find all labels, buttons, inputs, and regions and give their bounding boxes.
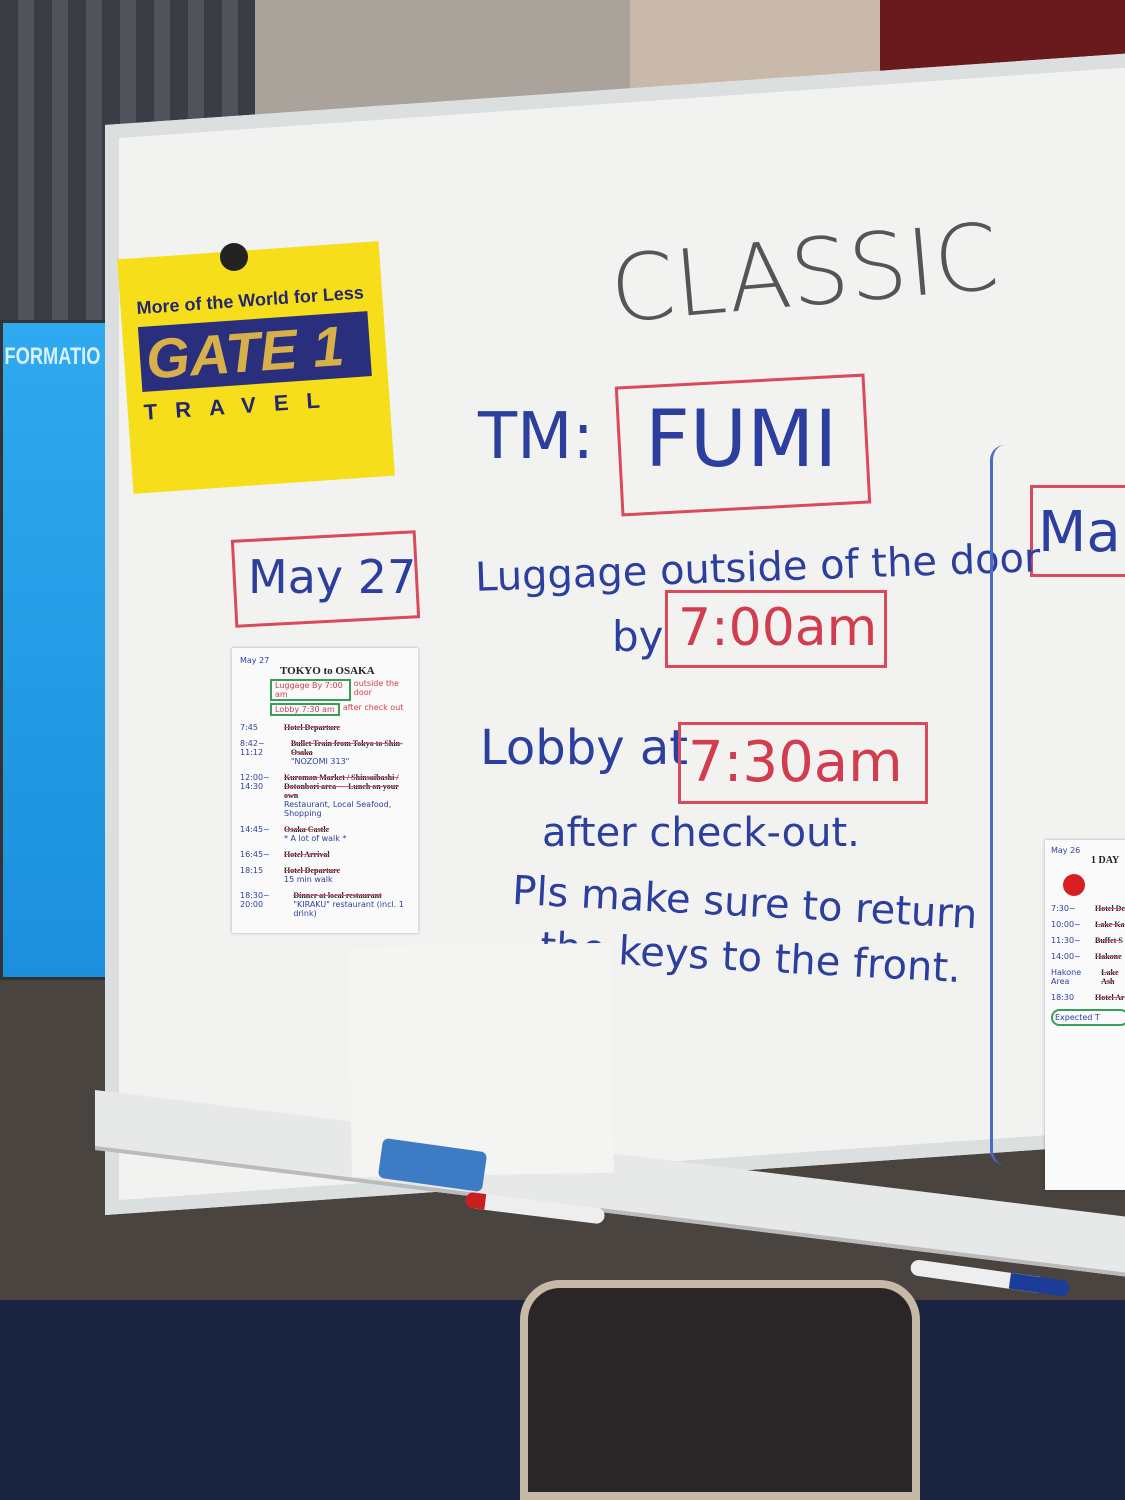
item-time: 14:00~ <box>1051 952 1081 961</box>
itinerary-date: May 26 <box>1051 846 1081 855</box>
item-event: Bullet Train from Tokyo to Shin-Osaka <box>290 739 403 757</box>
item-event: Hotel Departure <box>284 866 341 875</box>
itinerary-item: 14:45~ Osaka Castle* A lot of walk * <box>240 825 410 843</box>
item-event: Dinner at local restaurant <box>293 891 382 900</box>
itinerary-item: 7:30~ Hotel De <box>1051 904 1125 913</box>
expected-note: Expected T <box>1051 1009 1125 1026</box>
item-note: Restaurant, Local Seafood, Shopping <box>284 800 392 818</box>
item-event: Hotel Departure <box>284 723 341 732</box>
item-time: 16:45~ <box>240 850 270 859</box>
itinerary-sheet-left: May 27 TOKYO to OSAKA Luggage By 7:00 am… <box>232 648 418 933</box>
magnet-icon <box>220 243 248 271</box>
tm-label: TM: <box>478 400 594 474</box>
item-time: 14:45~ <box>240 825 270 834</box>
date-left: May 27 <box>248 550 417 604</box>
itinerary-title: 1 DAY <box>1091 855 1120 866</box>
itinerary-date: May 27 <box>240 656 270 665</box>
tm-name: FUMI <box>645 395 838 485</box>
item-event: Hotel Ar <box>1095 993 1125 1002</box>
item-time: 11:30~ <box>1051 936 1081 945</box>
item-note: 15 min walk <box>284 875 333 884</box>
lobby-label: Lobby at <box>480 720 689 776</box>
itinerary-item: 7:45 Hotel Departure <box>240 723 410 732</box>
item-time: Hakone Area <box>1051 968 1082 986</box>
item-time: 7:45 <box>240 723 258 732</box>
luggage-sub: outside the door <box>353 679 399 697</box>
itinerary-item: 18:30~ 20:00 Dinner at local restaurant"K… <box>240 891 410 918</box>
sticker-sub: TRAVEL <box>142 386 339 425</box>
lobby-note: Lobby 7:30 am <box>270 703 340 716</box>
item-time: 18:30 <box>1051 993 1075 1002</box>
itinerary-item: 18:30 Hotel Ar <box>1051 993 1125 1002</box>
itinerary-item: Hakone Area Lake Ash <box>1051 968 1125 986</box>
screen-title: FORMATIO <box>4 343 101 370</box>
item-event: Lake Ka <box>1095 920 1125 929</box>
red-magnet-icon <box>1063 874 1085 896</box>
luggage-note: Luggage By 7:00 am <box>270 679 351 701</box>
lobby-sub: after check out <box>342 703 404 712</box>
item-event: Buffet S <box>1095 936 1123 945</box>
itinerary-item: 16:45~ Hotel Arrival <box>240 850 410 859</box>
itinerary-item: 8:42~ 11:12 Bullet Train from Tokyo to Sh… <box>240 739 410 766</box>
item-note: "NOZOMI 313" <box>290 757 350 766</box>
item-note: * A lot of walk * <box>284 834 347 843</box>
item-event: Hotel De <box>1095 904 1125 913</box>
item-time: 10:00~ <box>1051 920 1081 929</box>
lobby-time-box <box>678 722 928 804</box>
brace-line <box>990 445 1020 1165</box>
item-event: Hakone <box>1095 952 1122 961</box>
luggage-time: 7:00am <box>678 598 878 658</box>
chair <box>520 1280 920 1500</box>
itinerary-item: 10:00~ Lake Ka <box>1051 920 1125 929</box>
item-event: Kuromon Market / Shinsaibashi / Dotonbor… <box>284 773 399 800</box>
item-time: 7:30~ <box>1051 904 1076 913</box>
after-checkout: after check-out. <box>542 810 860 856</box>
sticker-brand: GATE 1 <box>137 311 372 392</box>
by-label: by <box>612 612 664 661</box>
item-time: 8:42~ 11:12 <box>240 739 265 757</box>
date-right-box <box>1030 485 1125 577</box>
itinerary-item: 12:00~ 14:30 Kuromon Market / Shinsaibash… <box>240 773 410 818</box>
item-time: 18:15 <box>240 866 264 875</box>
item-note: "KIRAKU" restaurant (incl. 1 drink) <box>293 900 404 918</box>
item-event: Hotel Arrival <box>284 850 330 859</box>
itinerary-title: TOKYO to OSAKA <box>280 665 375 677</box>
gate1-sticker: More of the World for Less GATE 1 TRAVEL <box>117 241 395 494</box>
itinerary-item: 14:00~ Hakone <box>1051 952 1125 961</box>
date-right: Ma <box>1038 500 1121 565</box>
item-time: 12:00~ 14:30 <box>240 773 270 791</box>
itinerary-item: 11:30~ Buffet S <box>1051 936 1125 945</box>
information-screen: FORMATIO <box>0 320 108 980</box>
luggage-time-box <box>665 590 887 668</box>
item-time: 18:30~ 20:00 <box>240 891 270 909</box>
item-event: Lake Ash <box>1101 968 1119 986</box>
lobby-time: 7:30am <box>688 730 903 795</box>
item-event: Osaka Castle <box>284 825 330 834</box>
